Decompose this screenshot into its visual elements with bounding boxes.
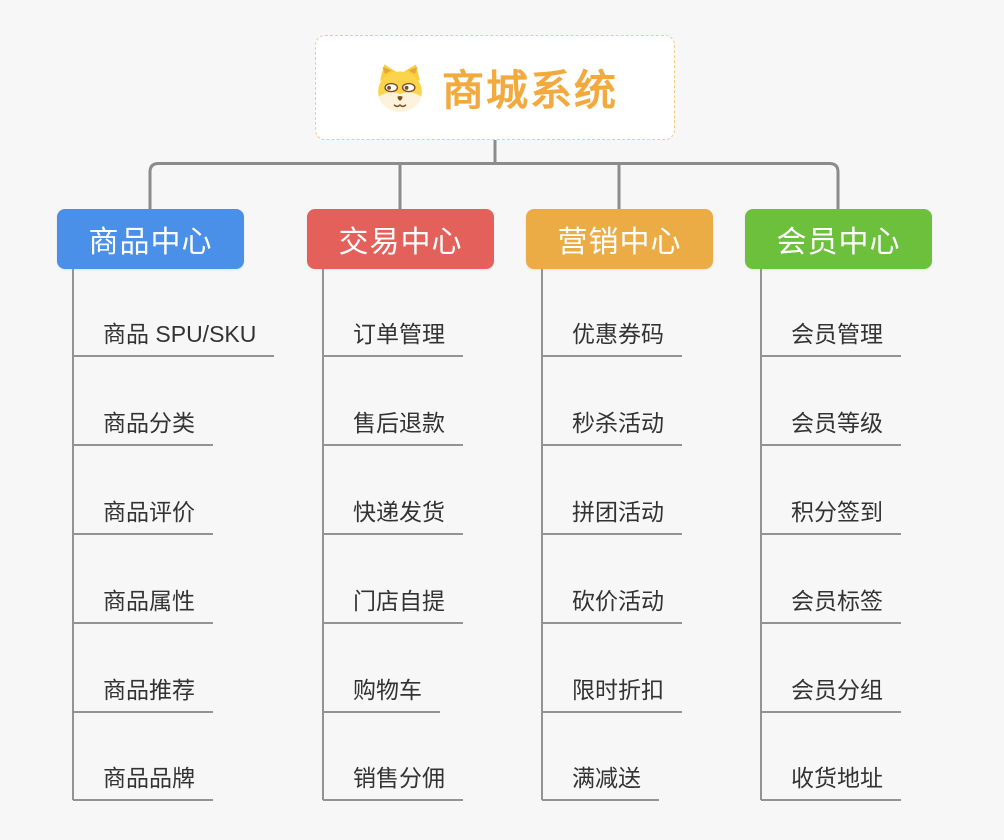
- branch-marketing-center: 营销中心 优惠券码 秒杀活动 拼团活动 砍价活动 限时折扣 满减送: [526, 209, 713, 801]
- leaf-node[interactable]: 会员标签: [761, 586, 901, 624]
- leaf-node[interactable]: 满减送: [542, 763, 659, 801]
- leaf-node[interactable]: 快递发货: [323, 497, 463, 535]
- leaf-node[interactable]: 会员等级: [761, 408, 901, 446]
- branch-header-trade-center[interactable]: 交易中心: [307, 209, 494, 269]
- leaf-node[interactable]: 收货地址: [761, 763, 901, 801]
- leaf-node[interactable]: 商品属性: [73, 586, 213, 624]
- leaf-node[interactable]: 优惠券码: [542, 319, 682, 357]
- branch-header-product-center[interactable]: 商品中心: [57, 209, 244, 269]
- leaf-node[interactable]: 购物车: [323, 675, 440, 713]
- branch-member-center: 会员中心 会员管理 会员等级 积分签到 会员标签 会员分组 收货地址: [745, 209, 932, 801]
- leaf-node[interactable]: 限时折扣: [542, 675, 682, 713]
- leaf-node[interactable]: 拼团活动: [542, 497, 682, 535]
- root-title: 商城系统: [441, 67, 618, 114]
- leaf-node[interactable]: 砍价活动: [542, 586, 682, 624]
- leaf-node[interactable]: 售后退款: [323, 408, 463, 446]
- leaf-node[interactable]: 销售分佣: [323, 763, 463, 801]
- shiba-dog-icon: [378, 63, 422, 112]
- leaf-node[interactable]: 商品分类: [73, 408, 213, 446]
- leaf-node[interactable]: 会员分组: [761, 675, 901, 713]
- leaf-node[interactable]: 商品推荐: [73, 675, 213, 713]
- branch-trade-center: 交易中心 订单管理 售后退款 快递发货 门店自提 购物车 销售分佣: [307, 209, 494, 801]
- leaf-node[interactable]: 积分签到: [761, 497, 901, 535]
- root-node[interactable]: 商城系统: [315, 35, 675, 140]
- leaf-node[interactable]: 商品 SPU/SKU: [73, 319, 275, 357]
- leaf-node[interactable]: 商品评价: [73, 497, 213, 535]
- leaf-node[interactable]: 门店自提: [323, 586, 463, 624]
- leaf-node[interactable]: 会员管理: [761, 319, 901, 357]
- leaf-node[interactable]: 订单管理: [323, 319, 463, 357]
- branch-header-marketing-center[interactable]: 营销中心: [526, 209, 713, 269]
- leaf-node[interactable]: 秒杀活动: [542, 408, 682, 446]
- branch-product-center: 商品中心 商品 SPU/SKU 商品分类 商品评价 商品属性 商品推荐 商品品牌: [57, 209, 275, 801]
- branch-header-member-center[interactable]: 会员中心: [745, 209, 932, 269]
- leaf-node[interactable]: 商品品牌: [73, 763, 213, 801]
